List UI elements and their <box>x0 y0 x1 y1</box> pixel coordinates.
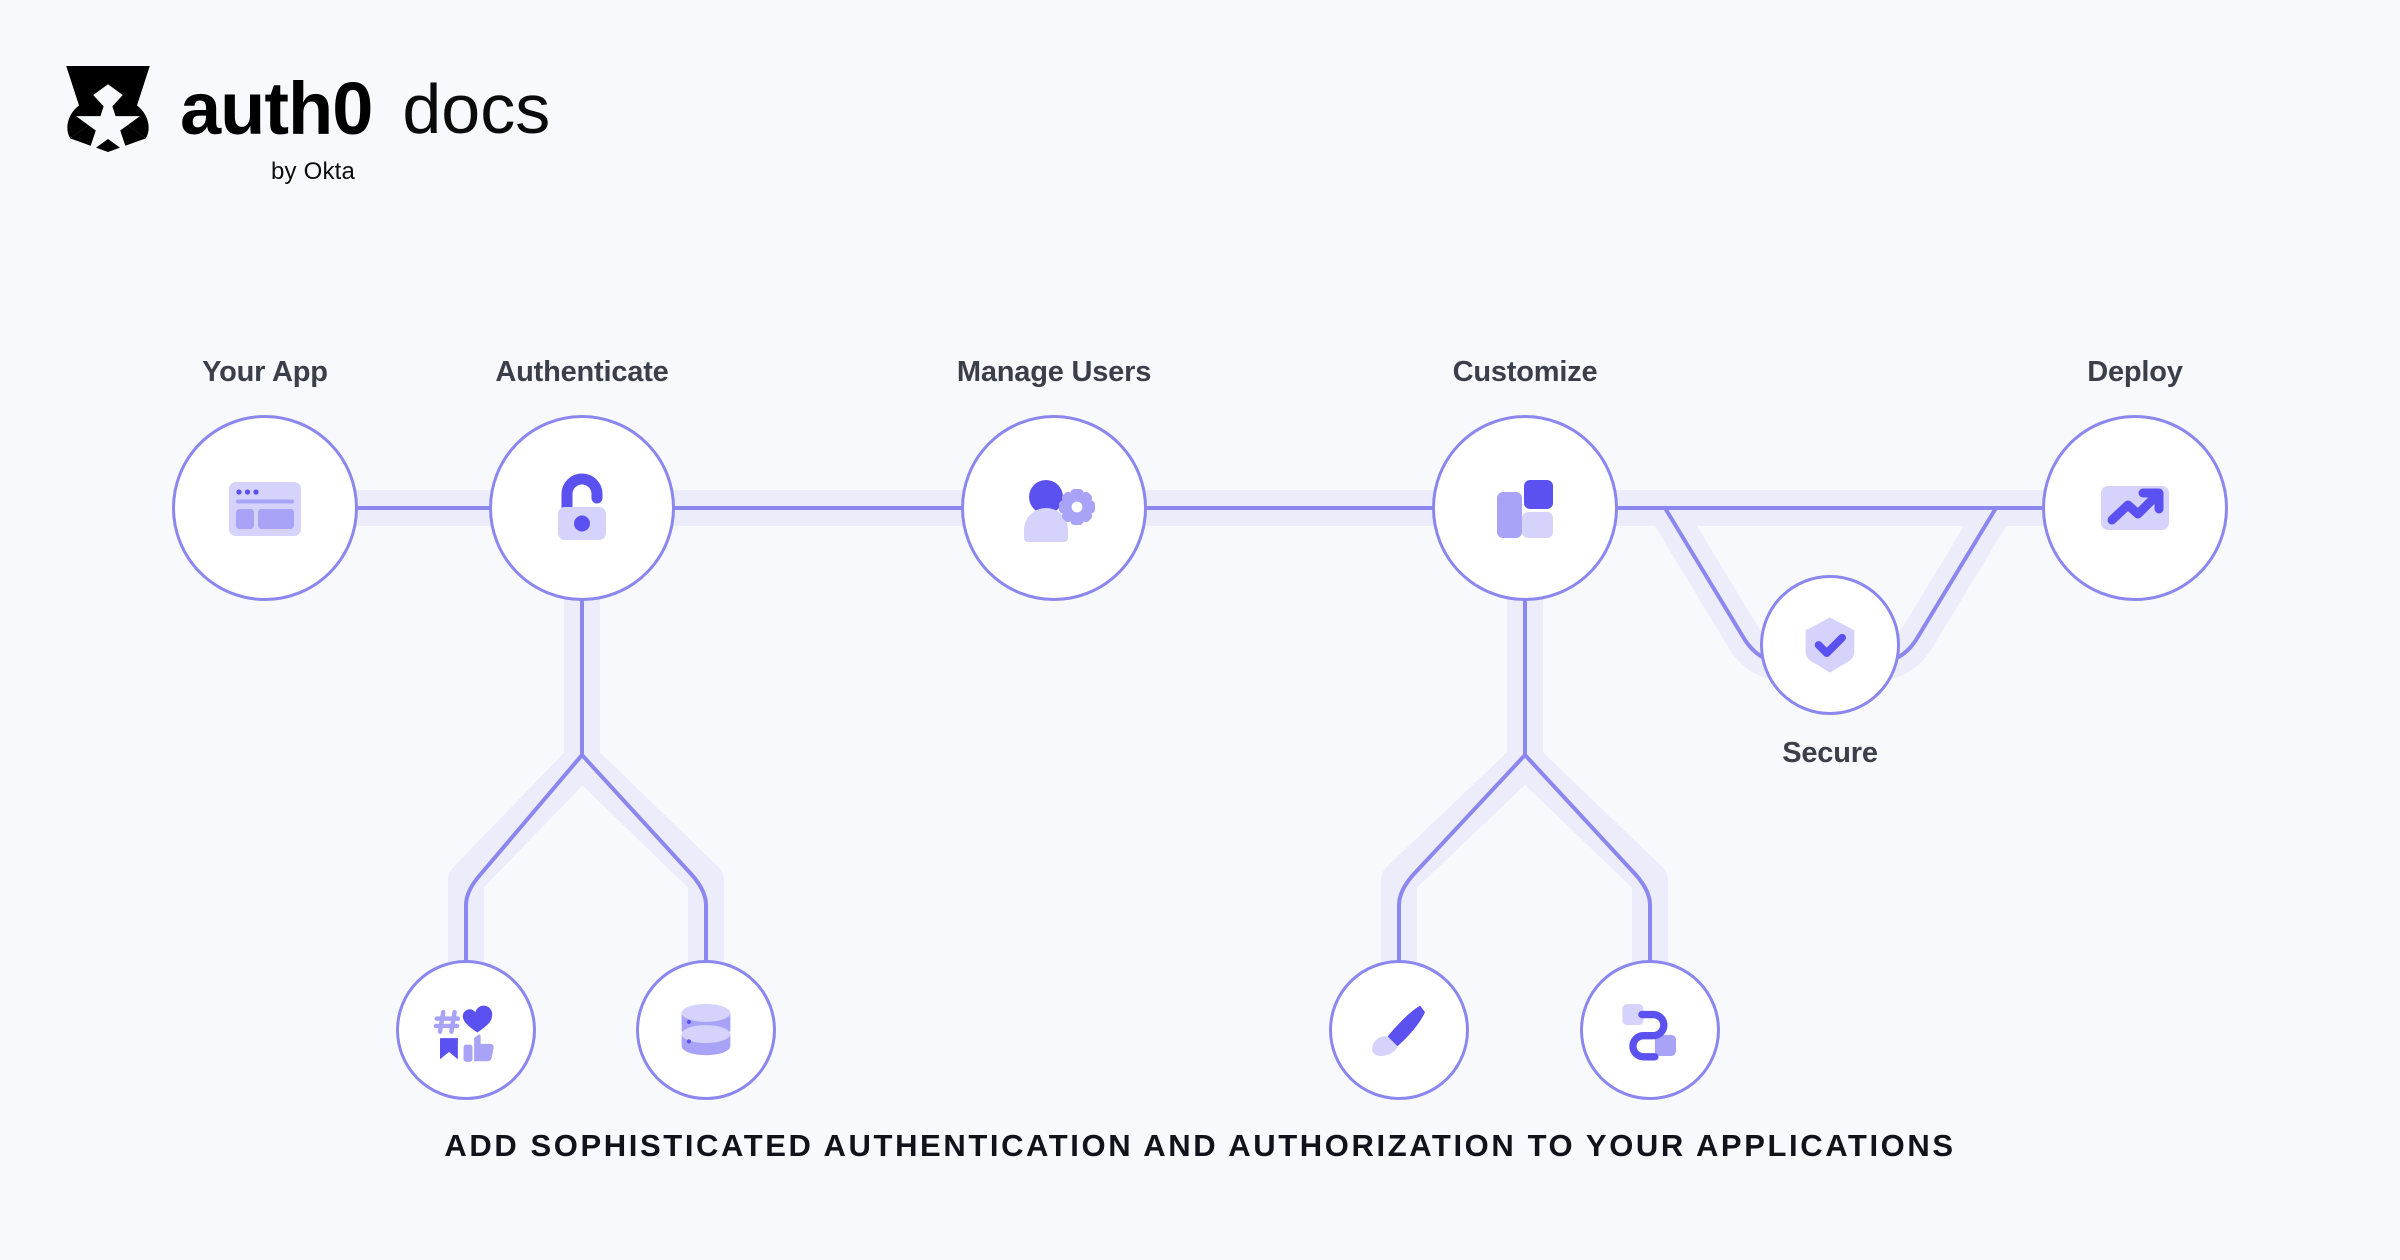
brand-product: docs <box>402 70 551 148</box>
heart-icon <box>462 1005 493 1033</box>
brand-byline: by Okta <box>271 158 356 185</box>
node-social[interactable] <box>396 960 536 1100</box>
node-label-deploy: Deploy <box>2087 356 2183 388</box>
flow-connector-icon <box>1622 1004 1676 1061</box>
node-label-your-app: Your App <box>202 356 328 388</box>
node-deploy[interactable] <box>2042 415 2228 601</box>
node-label-manage-users: Manage Users <box>956 356 1152 388</box>
auth0-shield-star-icon <box>66 66 150 152</box>
node-manage-users[interactable] <box>961 415 1147 601</box>
node-label-secure: Secure <box>1782 737 1878 769</box>
paintbrush-icon <box>1372 1005 1425 1056</box>
node-label-customize: Customize <box>1452 356 1598 388</box>
open-padlock-icon <box>558 473 606 540</box>
node-authenticate[interactable] <box>489 415 675 601</box>
hashtag-icon <box>433 1009 461 1034</box>
node-extend[interactable] <box>1580 960 1720 1100</box>
browser-window-icon <box>229 482 301 536</box>
node-database[interactable] <box>636 960 776 1100</box>
thumbs-up-icon <box>463 1034 494 1062</box>
trending-up-icon <box>2101 486 2169 530</box>
node-label-authenticate: Authenticate <box>495 356 669 388</box>
layout-blocks-icon <box>1497 480 1553 538</box>
brand-logo[interactable]: auth0 docs <box>66 66 686 152</box>
social-reactions-icon <box>433 1005 494 1062</box>
database-icon <box>681 1004 731 1056</box>
node-secure[interactable] <box>1760 575 1900 715</box>
user-gear-icon <box>1024 480 1095 542</box>
bookmark-icon <box>440 1038 458 1060</box>
shield-check-icon <box>1805 617 1855 673</box>
page-caption: ADD SOPHISTICATED AUTHENTICATION AND AUT… <box>444 1128 1956 1163</box>
node-customize[interactable] <box>1432 415 1618 601</box>
site-header: auth0 docs by Okta <box>66 66 686 196</box>
brand-name: auth0 <box>180 67 373 150</box>
node-branding[interactable] <box>1329 960 1469 1100</box>
node-your-app[interactable] <box>172 415 358 601</box>
